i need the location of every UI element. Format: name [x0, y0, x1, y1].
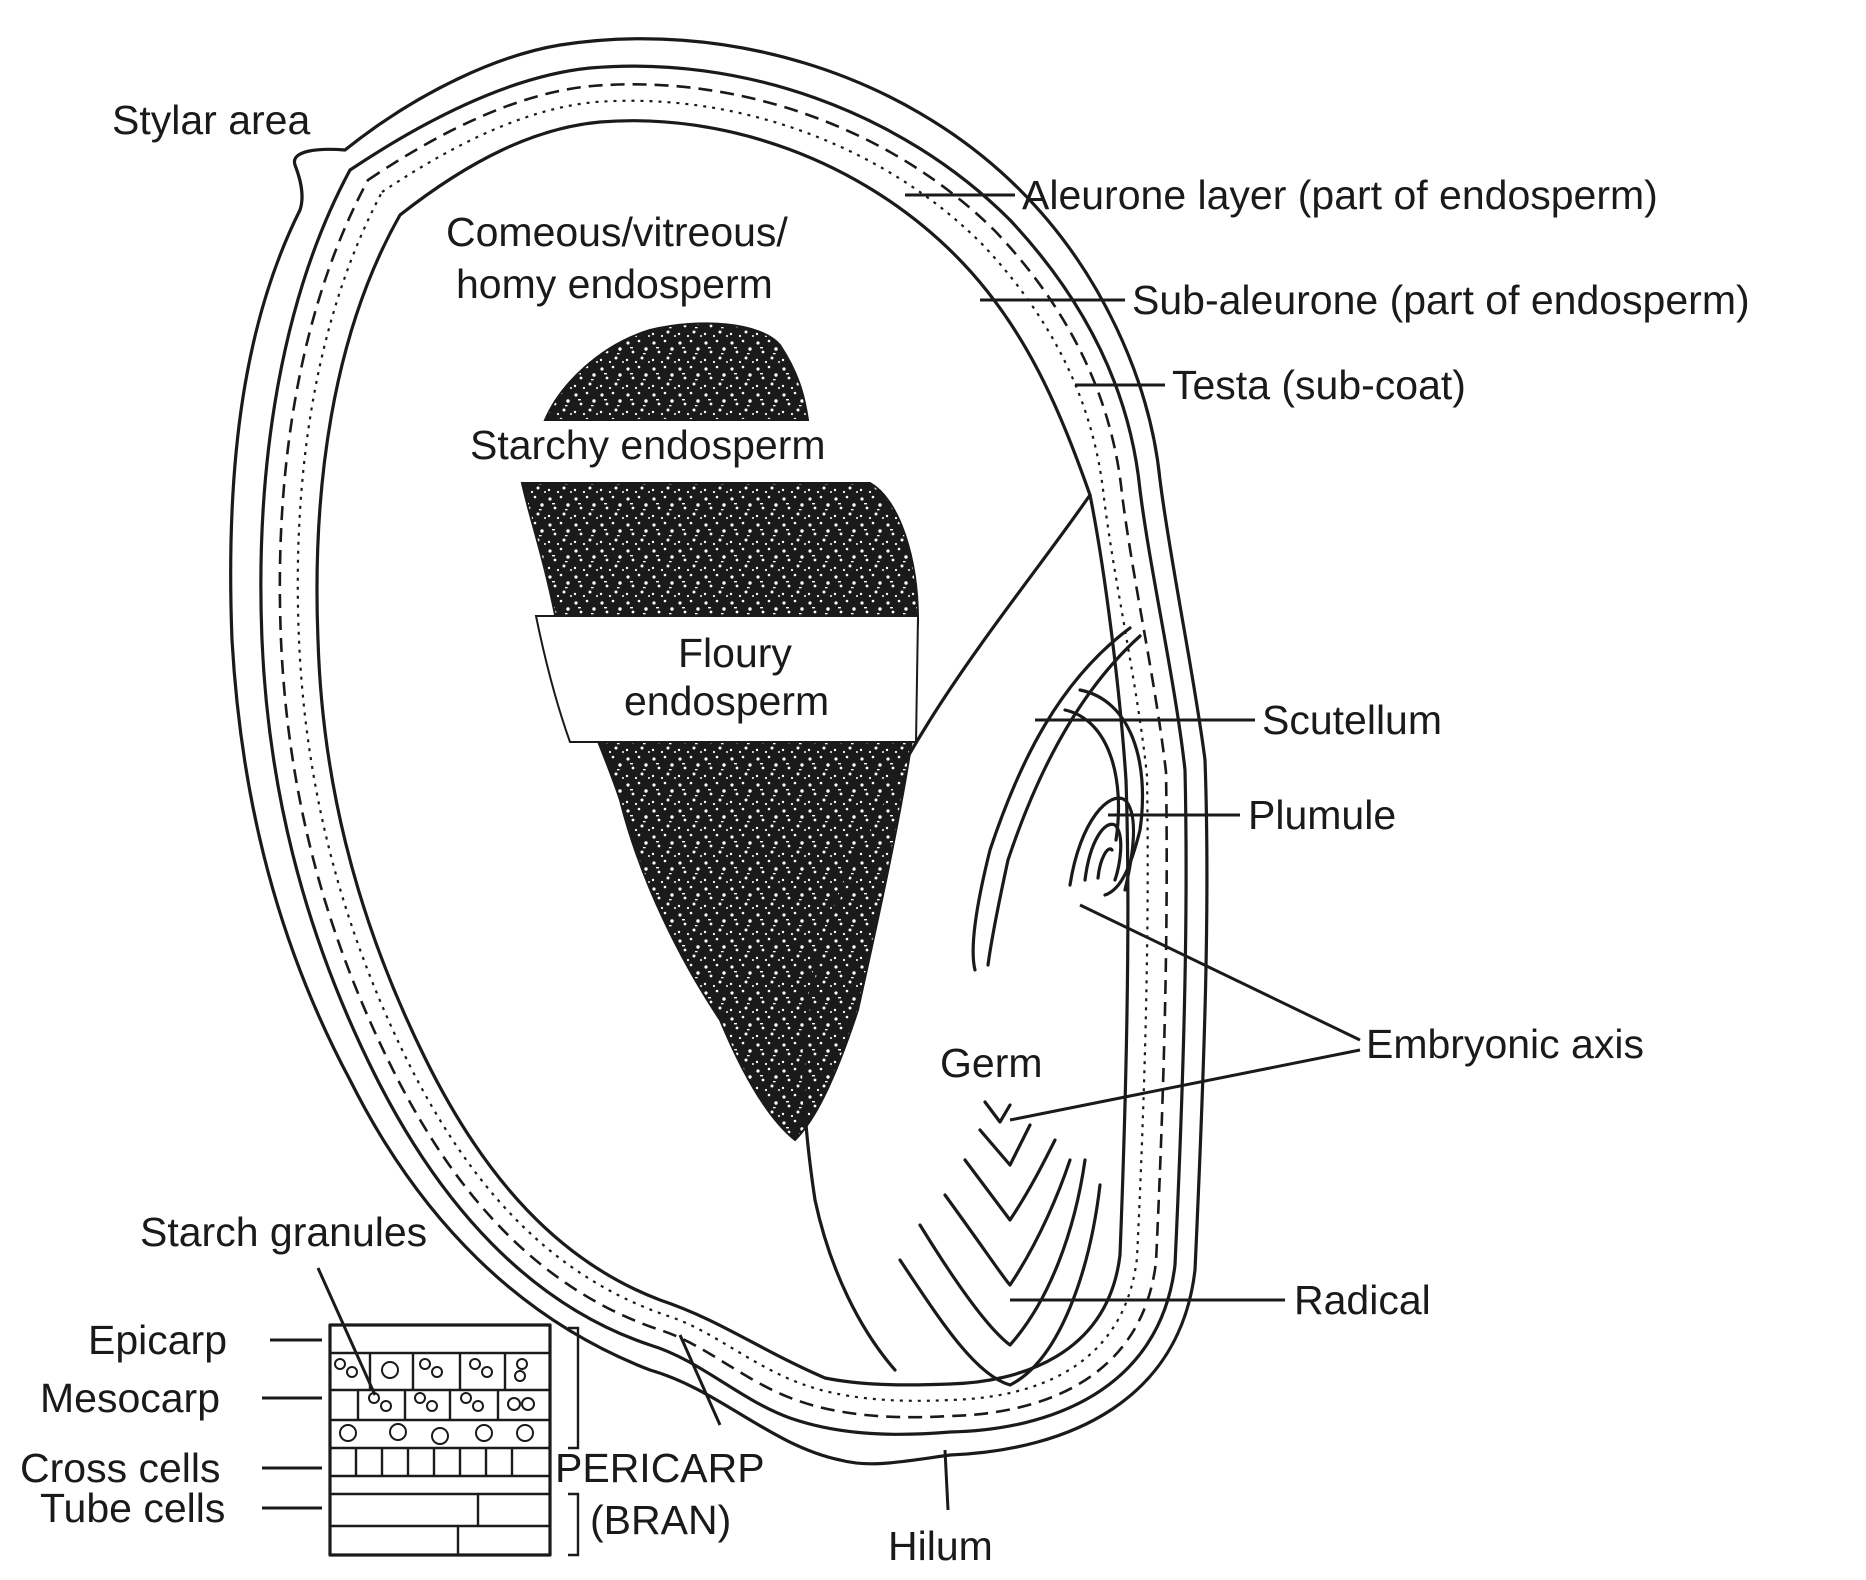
label-embryonic-axis: Embryonic axis — [1366, 1021, 1644, 1067]
pericarp-inset — [262, 1267, 580, 1557]
label-pericarp: PERICARP — [555, 1445, 765, 1491]
outer-coat-line — [229, 37, 1209, 1466]
label-epicarp: Epicarp — [88, 1317, 227, 1363]
label-plumule: Plumule — [1248, 792, 1396, 838]
label-testa: Testa (sub-coat) — [1172, 362, 1466, 408]
testa-dashed-line — [278, 83, 1168, 1419]
kernel-outline — [229, 37, 1209, 1466]
aleurone-dotted-line — [296, 99, 1149, 1402]
label-cross-cells: Cross cells — [20, 1445, 220, 1491]
leader-lines — [678, 193, 1361, 1511]
starchy-endosperm-region — [520, 322, 920, 1142]
label-radical: Radical — [1294, 1277, 1431, 1323]
label-floury-2: endosperm — [624, 678, 829, 724]
label-starchy: Starchy endosperm — [470, 422, 826, 468]
label-aleurone: Aleurone layer (part of endosperm) — [1022, 172, 1658, 218]
label-tube-cells: Tube cells — [40, 1485, 225, 1531]
second-coat-line — [259, 64, 1188, 1436]
germ-region — [802, 493, 1145, 1387]
label-scutellum: Scutellum — [1262, 697, 1442, 743]
endosperm-boundary — [315, 119, 1130, 1387]
label-germ: Germ — [940, 1040, 1043, 1086]
label-mesocarp: Mesocarp — [40, 1375, 220, 1421]
label-stylar-area: Stylar area — [112, 97, 310, 143]
label-sub-aleurone: Sub-aleurone (part of endosperm) — [1132, 277, 1750, 323]
label-floury-1: Floury — [678, 630, 792, 676]
label-corneous-2: homy endosperm — [456, 261, 773, 307]
label-starch-granules: Starch granules — [140, 1209, 427, 1255]
label-hilum: Hilum — [888, 1523, 993, 1569]
label-bran: (BRAN) — [590, 1497, 731, 1543]
label-corneous-1: Comeous/vitreous/ — [446, 209, 788, 255]
scutellum-boundary — [802, 493, 1092, 1372]
